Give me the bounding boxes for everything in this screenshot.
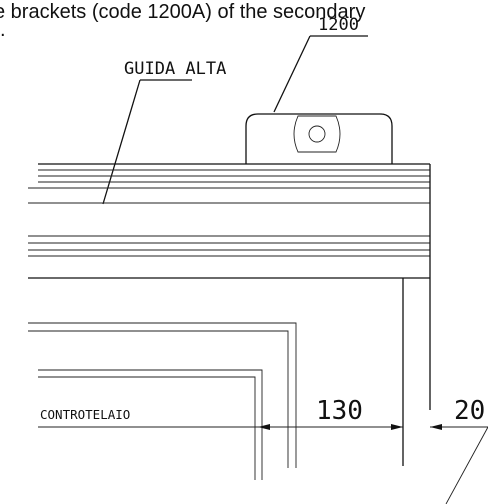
subframe-callout: CONTROTELAIO: [38, 407, 258, 428]
bracket-hole: [308, 125, 326, 143]
caption-top: e brackets (code 1200A) of the secondary: [0, 1, 365, 23]
wall-lines: [402, 278, 431, 466]
subframe-outline: [38, 369, 263, 480]
bracket-code-label: 1200: [318, 15, 359, 35]
caption-bottom-fragment: .: [0, 19, 6, 41]
subframe-outline: [28, 322, 297, 468]
dimension-130: 130: [258, 396, 403, 430]
subframe-outlines: [28, 322, 297, 480]
dimension-20-value: 20: [454, 396, 485, 426]
bracket-callout: 1200: [273, 15, 368, 113]
top-rail-leader-line: [102, 79, 141, 205]
subframe-label: CONTROTELAIO: [40, 407, 130, 422]
dimension-20-arrow: [430, 424, 442, 430]
dimension-20: 20: [430, 396, 488, 504]
subframe-outline: [28, 330, 289, 468]
bracket-slot: [293, 115, 341, 153]
top-rail-profile: [28, 163, 431, 279]
dimension-130-arrow-right: [391, 424, 403, 430]
dimension-130-arrow-left: [258, 424, 270, 430]
dimension-20-leader: [445, 426, 488, 504]
top-rail-callout: GUIDA ALTA: [102, 59, 226, 205]
top-rail-label: GUIDA ALTA: [124, 59, 226, 79]
subframe-outline: [38, 376, 256, 480]
bracket-leader-line: [273, 35, 311, 113]
dimension-130-value: 130: [316, 396, 363, 426]
bracket-1200: [245, 113, 393, 164]
bracket-outline: [245, 113, 393, 164]
